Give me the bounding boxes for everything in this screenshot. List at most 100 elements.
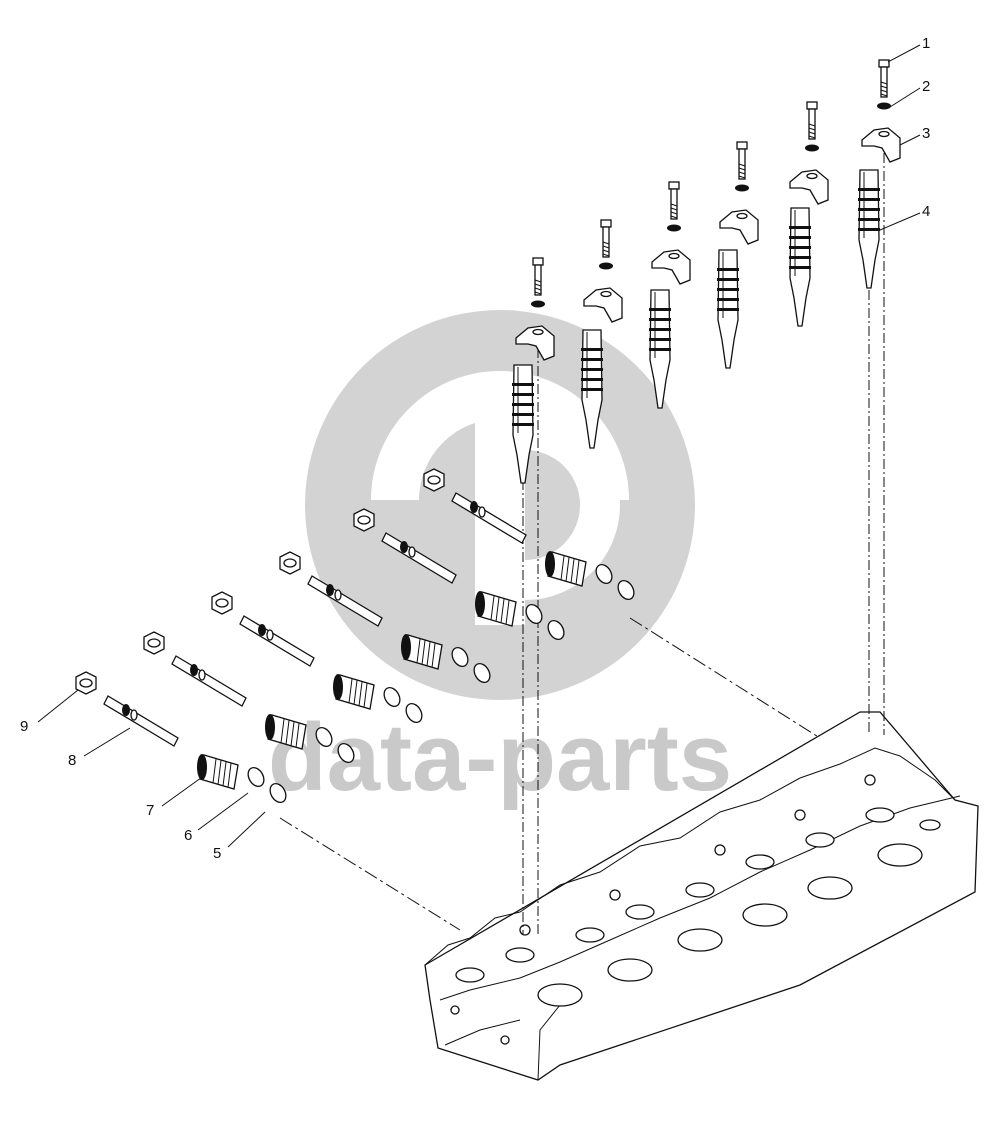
bolt-thread: [602, 253, 610, 257]
tube-collar: [470, 501, 478, 513]
assembly-axis-lines: [279, 135, 885, 935]
fuel-connector: [423, 468, 635, 600]
callout-leaders: [37, 44, 921, 848]
injector-ring: [581, 348, 603, 351]
body-thread: [290, 721, 295, 747]
callout-numbers: 1 2 3 4 5 6 7 8 9: [20, 35, 930, 862]
body-thread: [285, 720, 290, 745]
body-flange: [333, 674, 343, 700]
injector-ring: [789, 236, 811, 239]
bolt-thread: [534, 279, 542, 283]
bolt-head: [532, 257, 544, 266]
body-thread: [505, 600, 510, 625]
body-thread: [575, 560, 580, 585]
bolt-thread: [880, 85, 888, 89]
bolt-thread: [602, 241, 610, 245]
tube-collar-2: [478, 506, 486, 518]
clamp-hole: [600, 290, 612, 298]
body-thread: [353, 680, 358, 705]
injector-stack: [649, 181, 691, 409]
body-thread: [570, 558, 575, 584]
bolt-thread: [738, 175, 746, 179]
body-thread: [565, 557, 570, 582]
injector-ring: [858, 188, 880, 191]
body-thread: [358, 681, 363, 707]
head-features: [450, 774, 941, 1045]
callout-9: 9: [20, 718, 28, 735]
injector-ring: [649, 348, 671, 351]
o-ring-outer: [269, 783, 287, 803]
tube-collar-2: [198, 669, 206, 681]
callout-4: 4: [922, 203, 930, 220]
body-flange: [401, 634, 411, 660]
clamp: [861, 127, 901, 163]
clamp-hole: [878, 130, 890, 138]
watermark-text: data-parts: [268, 704, 732, 811]
injector-ring: [858, 198, 880, 201]
fuel-connector: [279, 551, 491, 683]
injector-stack: [789, 101, 829, 327]
callout-2: 2: [922, 78, 930, 95]
fuel-connector: [143, 631, 355, 763]
body-thread: [212, 758, 217, 784]
bolt-thread: [670, 215, 678, 219]
bolt-thread: [738, 163, 746, 167]
cylinder-head: [424, 711, 979, 1081]
injector-ring: [512, 413, 534, 416]
body-thread: [363, 683, 368, 708]
body-thread: [490, 595, 495, 621]
injector-ring: [789, 266, 811, 269]
body-thread: [280, 718, 285, 744]
bolt-thread: [670, 203, 678, 207]
bolt-thread: [880, 93, 888, 97]
nut-face: [79, 678, 93, 688]
injector-stack: [717, 141, 759, 369]
bolt-thread: [738, 167, 746, 171]
fuel-connector-assemblies: [75, 468, 635, 803]
washer: [805, 144, 819, 152]
bolt-thread: [738, 171, 746, 175]
connector-tube: [171, 655, 247, 707]
body-thread: [431, 643, 436, 668]
bolt-thread: [808, 127, 816, 131]
nut-face: [357, 515, 371, 525]
body-flange: [265, 714, 275, 740]
body-flange: [197, 754, 207, 780]
clamp: [719, 209, 759, 245]
injector-ring: [649, 328, 671, 331]
nut-face: [427, 475, 441, 485]
washer: [877, 102, 891, 110]
o-ring-outer: [337, 743, 355, 763]
injector-ring: [512, 423, 534, 426]
washer: [735, 184, 749, 192]
callout-6: 6: [184, 827, 192, 844]
bolt-thread: [808, 123, 816, 127]
injector-ring: [789, 226, 811, 229]
injector-stack: [858, 59, 901, 289]
o-ring-outer: [405, 703, 423, 723]
body-thread: [416, 638, 421, 664]
injector-ring: [512, 393, 534, 396]
injector-ring: [581, 368, 603, 371]
bolt-head: [600, 219, 612, 228]
injector-ring: [581, 388, 603, 391]
connector-tube: [103, 695, 179, 747]
body-thread: [426, 641, 431, 667]
body-thread: [295, 723, 300, 748]
injector-ring: [512, 383, 534, 386]
bolt-thread: [670, 207, 678, 211]
injector-ring: [858, 228, 880, 231]
o-ring-outer: [617, 580, 635, 600]
tube-collar-2: [408, 546, 416, 558]
injector-ring: [789, 256, 811, 259]
o-ring-inner: [451, 647, 469, 667]
bolt-thread: [880, 81, 888, 85]
injector-ring: [717, 308, 739, 311]
injector-stacks: [512, 59, 901, 484]
injector-ring: [858, 218, 880, 221]
injector-ring: [717, 298, 739, 301]
injector-ring: [649, 308, 671, 311]
washer: [599, 262, 613, 270]
callout-1: 1: [922, 35, 930, 52]
